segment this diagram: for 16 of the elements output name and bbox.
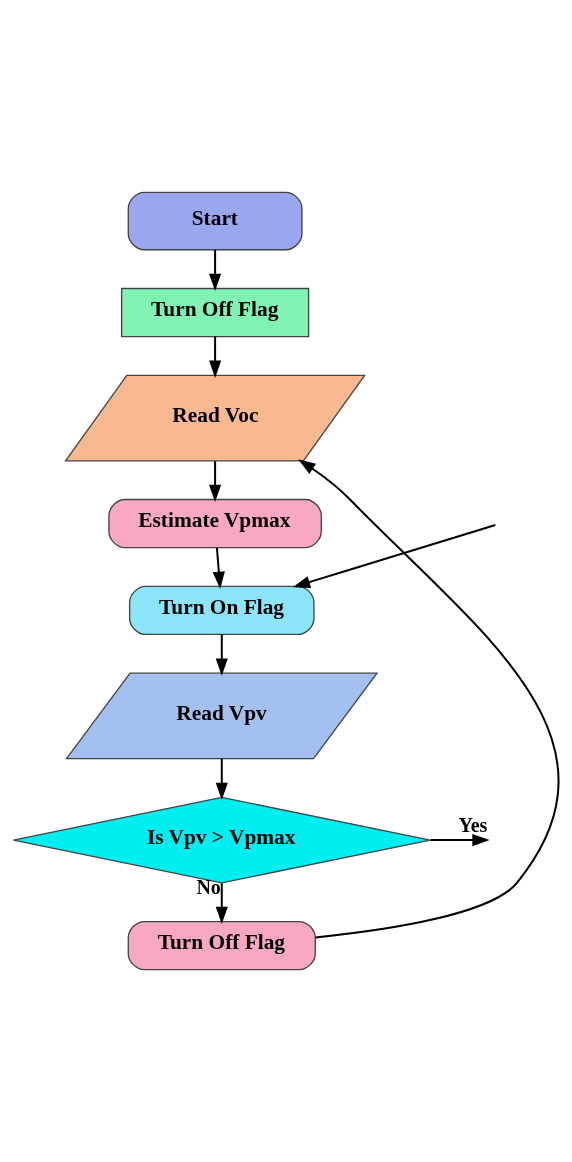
arrow	[212, 546, 225, 590]
node-box: Start	[127, 191, 303, 251]
edge-label: Yes	[458, 814, 488, 837]
node-box: Turn Off Flag	[120, 287, 310, 338]
node-box: Turn On Flag	[128, 585, 315, 636]
arrow	[292, 523, 497, 588]
arrow	[215, 633, 228, 676]
arrow	[429, 834, 490, 847]
arrow	[209, 460, 222, 503]
arrow	[209, 249, 222, 292]
arrow	[298, 459, 560, 939]
arrow	[215, 882, 228, 925]
node-box: Estimate Vpmax	[108, 498, 322, 549]
node-box: Turn Off Flag	[127, 920, 316, 971]
arrow	[215, 757, 228, 801]
arrow	[209, 335, 222, 378]
